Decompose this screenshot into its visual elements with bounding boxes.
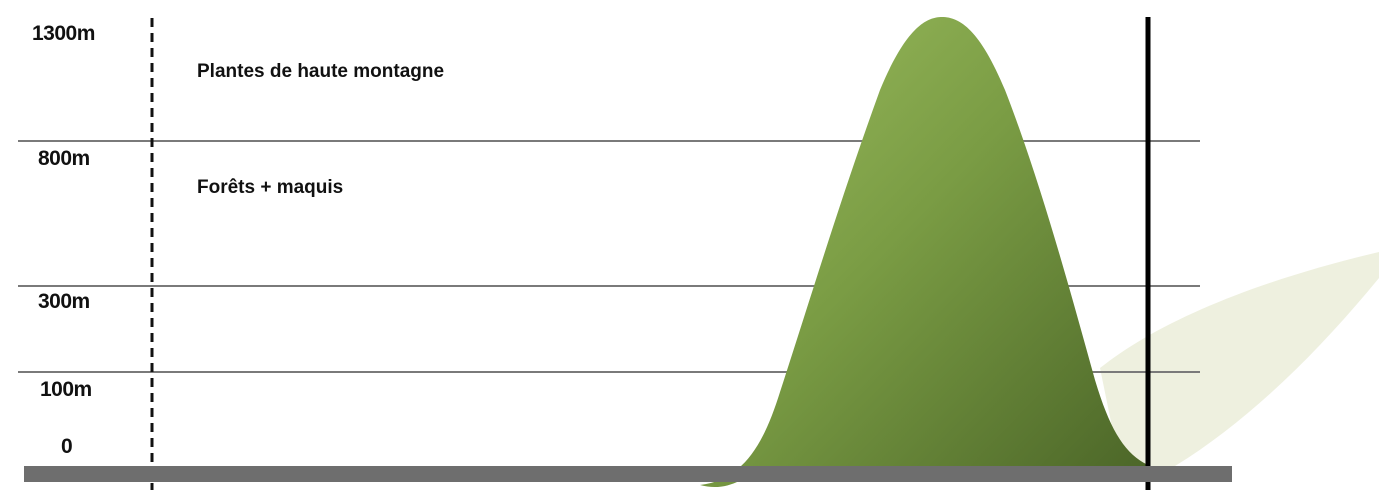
mountain	[700, 17, 1150, 488]
mountain-shadow	[1100, 252, 1379, 466]
zone-label-forests: Forêts + maquis	[197, 177, 344, 198]
zone-label-high-mountain: Plantes de haute montagne	[197, 61, 445, 82]
altitude-label-100m: 100m	[40, 378, 92, 401]
ground-bar	[24, 466, 1232, 482]
altitude-label-800m: 800m	[38, 147, 90, 170]
altitude-label-1300m: 1300m	[32, 22, 95, 45]
altitude-label-300m: 300m	[38, 290, 90, 313]
altitude-label-0: 0	[61, 435, 73, 458]
